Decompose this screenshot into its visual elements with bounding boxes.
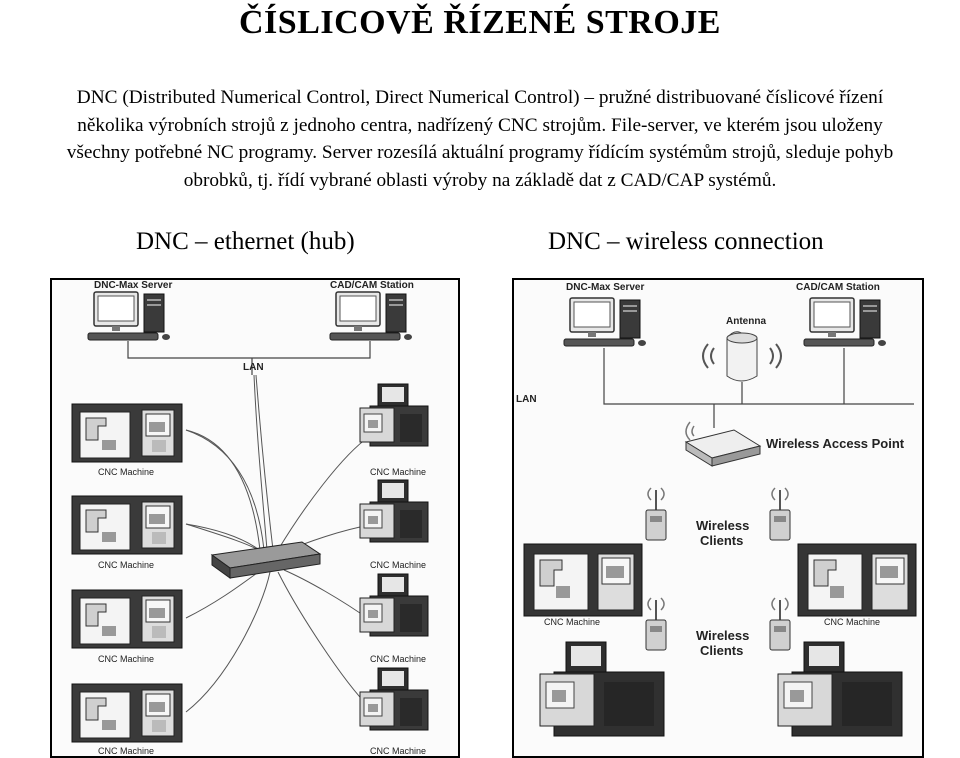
lan-label: LAN (243, 362, 264, 373)
cnc-machine-1 (71, 403, 183, 463)
cnc-machine-label: CNC Machine (824, 617, 880, 627)
cnc-machine-7 (359, 573, 429, 637)
lan-cable (603, 348, 914, 428)
lan-cable (127, 341, 371, 375)
dnc-server-computer (563, 297, 647, 347)
wireless-connection-diagram: DNC-Max Server CAD/CAM Station Antenna L… (512, 278, 924, 758)
wireless-clients-label: Wireless (696, 628, 749, 643)
cnc-machine-label: CNC Machine (98, 467, 154, 477)
wireless-client-4 (769, 597, 791, 651)
wireless-client-1 (645, 487, 667, 541)
wireless-diagram-caption: DNC – wireless connection (548, 228, 824, 255)
wireless-client-3 (645, 597, 667, 651)
cnc-machine-label: CNC Machine (370, 746, 426, 756)
antenna-icon (702, 331, 782, 382)
cnc-machine-label: CNC Machine (370, 560, 426, 570)
cnc-machine-2 (797, 543, 917, 617)
cad-cam-computer (329, 291, 413, 341)
page-title: ČÍSLICOVĚ ŘÍZENÉ STROJE (239, 4, 721, 41)
cnc-machine-2 (71, 495, 183, 555)
cnc-machine-6 (359, 479, 429, 543)
cnc-machine-label: CNC Machine (544, 617, 600, 627)
cnc-machine-label: CNC Machine (98, 560, 154, 570)
network-cables (185, 374, 371, 713)
dnc-server-label: DNC-Max Server (94, 280, 172, 291)
cnc-machine-label: CNC Machine (98, 746, 154, 756)
cnc-machine-3 (71, 589, 183, 649)
antenna-label: Antenna (726, 316, 766, 327)
description-line-1: DNC (Distributed Numerical Control, Dire… (76, 87, 884, 108)
cnc-machine-8 (359, 667, 429, 731)
cnc-machine-label: CNC Machine (370, 467, 426, 477)
ethernet-hub (210, 541, 322, 579)
description-paragraph: DNC (Distributed Numerical Control, Dire… (0, 84, 960, 194)
cnc-machine-5 (359, 383, 429, 447)
wireless-clients-label: Wireless (696, 518, 749, 533)
dnc-server-label: DNC-Max Server (566, 282, 644, 293)
access-point-label: Wireless Access Point (766, 436, 905, 451)
description-line-2: několika výrobních strojů z jednoho cent… (77, 114, 883, 136)
cad-cam-computer (803, 297, 887, 347)
cnc-machine-label: CNC Machine (98, 654, 154, 664)
cad-cam-station-label: CAD/CAM Station (796, 282, 880, 293)
cnc-machine-4 (777, 641, 903, 737)
ethernet-diagram-caption: DNC – ethernet (hub) (136, 228, 355, 255)
cad-cam-station-label: CAD/CAM Station (330, 280, 414, 291)
lan-label: LAN (516, 394, 537, 405)
wireless-access-point-icon (684, 421, 762, 467)
cnc-machine-label: CNC Machine (370, 654, 426, 664)
cnc-machine-4 (71, 683, 183, 743)
dnc-server-computer (87, 291, 171, 341)
cnc-machine-1 (523, 543, 643, 617)
wireless-clients-label: Clients (700, 533, 743, 548)
wireless-clients-label: Clients (700, 643, 743, 658)
wireless-client-2 (769, 487, 791, 541)
cnc-machine-3 (539, 641, 665, 737)
description-line-3: všechny potřebné NC programy. Server roz… (66, 142, 894, 163)
ethernet-hub-diagram: DNC-Max Server CAD/CAM Station LAN (50, 278, 460, 758)
description-line-4: obrobků, tj. řídí vybrané oblasti výroby… (183, 169, 777, 191)
